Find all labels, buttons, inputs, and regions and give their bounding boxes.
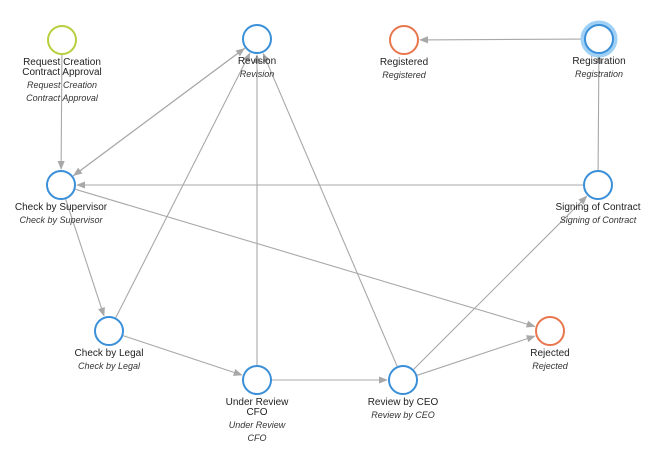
node-revision-sublabel: Revision xyxy=(240,69,275,79)
edge-ceo-to-signing xyxy=(413,195,588,370)
edge-registration-to-registered xyxy=(419,36,585,44)
node-cfo-sublabel: CFO xyxy=(248,433,267,443)
node-request-label: Request Creation xyxy=(23,57,101,68)
node-revision-circle[interactable] xyxy=(242,24,272,54)
node-supervisor-sublabel: Check by Supervisor xyxy=(19,215,103,225)
node-signing-label: Signing of Contract xyxy=(555,202,640,213)
node-ceo[interactable]: Review by CEO Review by CEO xyxy=(368,365,439,420)
node-registered-label: Registered xyxy=(380,57,428,68)
edge-signing-to-registration xyxy=(595,54,603,171)
node-registered-circle[interactable] xyxy=(389,25,419,55)
node-rejected-sublabel: Rejected xyxy=(532,361,569,371)
node-registration-sublabel: Registration xyxy=(575,69,623,79)
node-rejected-label: Rejected xyxy=(530,348,569,359)
node-cfo-sublabel: Under Review xyxy=(229,420,286,430)
edge-legal-to-revision xyxy=(115,52,251,318)
edge-request-to-supervisor xyxy=(57,54,65,170)
edge-legal-to-cfo xyxy=(123,335,243,376)
node-rejected-circle[interactable] xyxy=(535,316,565,346)
edge-supervisor-to-legal xyxy=(65,199,105,317)
selection-glow xyxy=(580,20,618,58)
node-registration-circle[interactable] xyxy=(584,24,614,54)
node-request-circle[interactable] xyxy=(47,25,77,55)
node-cfo-circle[interactable] xyxy=(242,365,272,395)
node-cfo-label: CFO xyxy=(246,407,267,418)
node-legal-circle[interactable] xyxy=(94,316,124,346)
node-supervisor-circle[interactable] xyxy=(46,170,76,200)
node-cfo-label: Under Review xyxy=(226,397,290,408)
node-request-label: Contract Approval xyxy=(22,67,102,78)
node-registration-label: Registration xyxy=(572,56,625,67)
node-signing-sublabel: Signing of Contract xyxy=(560,215,637,225)
node-legal-sublabel: Check by Legal xyxy=(78,361,141,371)
node-supervisor-label: Check by Supervisor xyxy=(15,202,108,213)
node-revision-label: Revision xyxy=(238,56,276,67)
edge-supervisor-to-revision xyxy=(72,48,245,177)
edge-ceo-to-revision xyxy=(262,52,398,367)
edge-supervisor-to-rejected xyxy=(75,188,536,328)
node-ceo-sublabel: Review by CEO xyxy=(371,410,435,420)
node-ceo-circle[interactable] xyxy=(388,365,418,395)
node-signing-circle[interactable] xyxy=(583,170,613,200)
edges-layer xyxy=(57,36,603,384)
node-registered-sublabel: Registered xyxy=(382,70,427,80)
node-request-sublabel: Request Creation xyxy=(27,80,97,90)
edge-ceo-to-rejected xyxy=(417,335,536,376)
node-ceo-label: Review by CEO xyxy=(368,397,439,408)
node-request-sublabel: Contract Approval xyxy=(26,93,99,103)
node-legal-label: Check by Legal xyxy=(75,348,144,359)
